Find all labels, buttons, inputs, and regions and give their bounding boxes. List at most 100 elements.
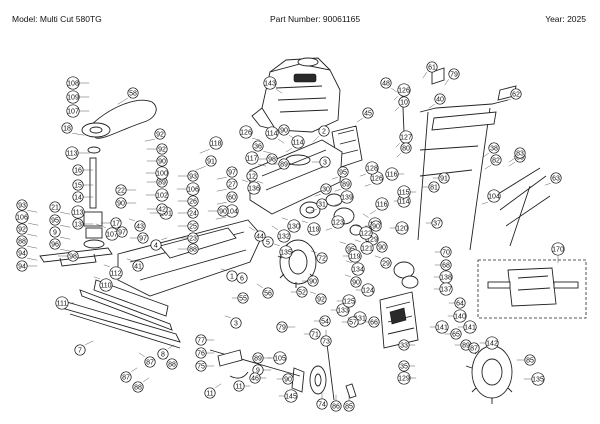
callout-number: 126 xyxy=(371,175,383,182)
callout-number: 118 xyxy=(210,140,221,147)
callout-ring xyxy=(351,262,365,276)
leader-line xyxy=(131,367,138,372)
callout-ring xyxy=(397,185,411,199)
part-callout: 105 xyxy=(273,351,287,365)
part-callout: 30 xyxy=(320,183,332,195)
callout-number: 29 xyxy=(382,260,390,267)
callout-number: 97 xyxy=(118,229,126,236)
leader-line xyxy=(359,174,366,177)
callout-number: 124 xyxy=(362,287,374,294)
callout-ring xyxy=(65,146,79,160)
callout-ring xyxy=(343,400,355,412)
callout-number: 101 xyxy=(160,210,172,217)
callout-number: 114 xyxy=(292,139,303,146)
leader-line xyxy=(215,383,222,388)
callout-number: 95 xyxy=(51,217,59,224)
part-callout: 85 xyxy=(343,400,355,412)
callout-number: 52 xyxy=(298,289,306,296)
part-callout: 127 xyxy=(399,130,413,144)
leader-line xyxy=(508,158,515,163)
leader-line xyxy=(95,223,106,228)
part-callout: 129 xyxy=(397,371,411,385)
leader-line xyxy=(256,283,263,288)
callout-ring xyxy=(453,309,467,323)
part-callout: 27 xyxy=(226,178,238,190)
callout-ring xyxy=(330,400,342,412)
callout-number: 17 xyxy=(112,220,120,227)
callout-number: 95 xyxy=(339,169,347,176)
callout-ring xyxy=(137,232,149,244)
callout-ring xyxy=(319,156,331,168)
callout-number: 126 xyxy=(398,87,410,94)
callout-number: 142 xyxy=(486,340,498,347)
callout-number: 94 xyxy=(18,263,26,270)
callout-number: 129 xyxy=(366,236,378,243)
callout-ring xyxy=(226,178,238,190)
callout-number: 63 xyxy=(552,175,560,182)
callout-ring xyxy=(115,184,127,196)
callout-number: 65 xyxy=(452,331,460,338)
leader-line xyxy=(215,217,226,220)
callout-ring xyxy=(156,155,168,167)
part-callout: 112 xyxy=(109,266,123,280)
callout-number: 77 xyxy=(197,337,205,344)
part-callout: 11 xyxy=(204,387,216,399)
leader-line xyxy=(309,291,316,294)
callout-number: 122 xyxy=(360,230,372,237)
callout-ring xyxy=(187,243,199,255)
callout-ring xyxy=(236,272,248,284)
callout-number: 87 xyxy=(146,359,154,366)
callout-ring xyxy=(490,154,502,166)
callout-number: 88 xyxy=(134,384,142,391)
part-callout: 122 xyxy=(359,226,373,240)
leader-line xyxy=(60,225,71,228)
callout-ring xyxy=(249,372,261,384)
part-callout: 37 xyxy=(431,217,443,229)
callout-ring xyxy=(347,316,359,328)
callout-ring xyxy=(72,164,84,176)
part-callout: 143 xyxy=(263,76,277,90)
part-callout: 97 xyxy=(137,232,149,244)
leader-line xyxy=(393,96,398,101)
callout-number: 88 xyxy=(18,238,26,245)
leader-line xyxy=(484,165,491,170)
part-callout: 92 xyxy=(154,128,166,140)
part-callout: 92 xyxy=(315,293,327,305)
callout-ring xyxy=(397,83,411,97)
part-callout: 125 xyxy=(342,294,356,308)
leader-line xyxy=(199,149,210,154)
callout-number: 113 xyxy=(72,209,83,216)
part-callout: 130 xyxy=(287,219,301,233)
part-callout: 60 xyxy=(226,191,238,203)
part-callout: 65 xyxy=(450,328,462,340)
leader-line xyxy=(27,258,38,261)
callout-number: 79 xyxy=(278,324,286,331)
callout-number: 92 xyxy=(156,131,164,138)
callout-number: 58 xyxy=(129,90,137,97)
main-deck-drawing xyxy=(117,219,263,297)
callout-ring xyxy=(296,286,308,298)
part-callout: 90 xyxy=(115,197,127,209)
callout-ring xyxy=(361,283,375,297)
callout-number: 90 xyxy=(352,279,360,286)
callout-number: 119 xyxy=(308,226,319,233)
callout-ring xyxy=(16,223,28,235)
callout-ring xyxy=(247,181,261,195)
callout-number: 104 xyxy=(488,193,500,200)
callout-number: 10 xyxy=(400,99,408,106)
callout-ring xyxy=(320,183,332,195)
callout-ring xyxy=(448,68,460,80)
part-callout: 102 xyxy=(155,188,169,202)
part-callout: 110 xyxy=(99,278,113,292)
callout-ring xyxy=(487,189,501,203)
part-callout: 90 xyxy=(278,124,290,136)
callout-number: 16 xyxy=(74,167,82,174)
part-callout: 107 xyxy=(105,227,119,241)
callout-ring xyxy=(488,142,500,154)
callout-ring xyxy=(514,147,526,159)
part-callout: 114 xyxy=(265,126,279,140)
leader-line xyxy=(312,136,319,143)
callout-number: 91 xyxy=(440,175,448,182)
part-callout: 55 xyxy=(237,292,249,304)
